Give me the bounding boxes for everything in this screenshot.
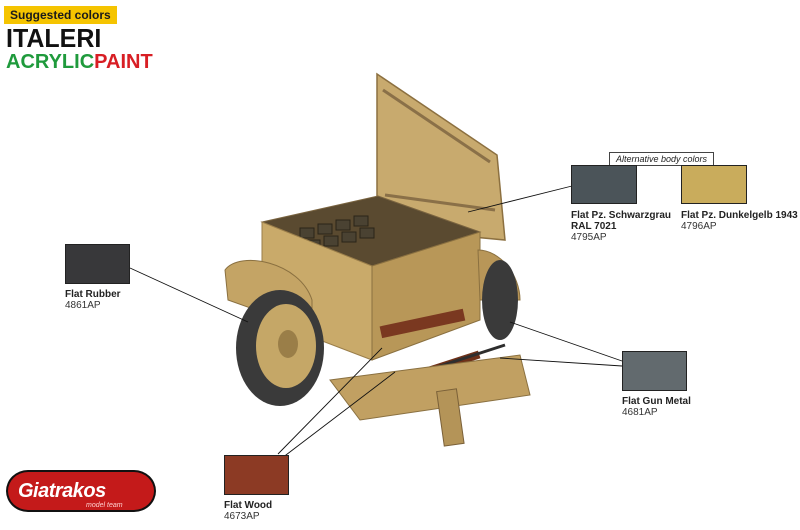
italeri-brand: ITALERI <box>6 23 102 54</box>
giatrakos-logo-text: Giatrakos <box>18 480 106 502</box>
schwarzgrau-swatch <box>571 165 637 204</box>
alternative-body-colors-label: Alternative body colors <box>609 152 715 166</box>
acrylic-paint-brand: ACRYLICPAINT <box>6 52 153 72</box>
gun-metal-code: 4681AP <box>622 407 658 418</box>
wood-name: Flat Wood <box>224 500 273 511</box>
wood-code: 4673AP <box>224 511 260 522</box>
gun-metal-name: Flat Gun Metal <box>622 396 691 407</box>
dunkelgelb-name: Flat Pz. Dunkelgelb 1943 <box>681 210 798 221</box>
rubber-code: 4861AP <box>65 300 101 311</box>
dunkelgelb-swatch <box>681 165 747 204</box>
dunkelgelb-code: 4796AP <box>681 221 717 232</box>
suggested-colors-tag: Suggested colors <box>4 6 117 24</box>
schwarzgrau-code: 4795AP <box>571 232 607 243</box>
wood-swatch <box>224 455 289 495</box>
giatrakos-logo <box>6 470 156 512</box>
giatrakos-logo-sub: model team <box>86 502 123 509</box>
rubber-name: Flat Rubber <box>65 289 121 300</box>
schwarzgrau-name: Flat Pz. Schwarzgrau <box>571 210 672 221</box>
acrylic-word: ACRYLIC <box>6 51 95 73</box>
paint-word: PAINT <box>94 51 153 73</box>
rubber-swatch <box>65 244 130 284</box>
schwarzgrau-name-line2: RAL 7021 <box>571 221 617 232</box>
gun-metal-swatch <box>622 351 687 391</box>
